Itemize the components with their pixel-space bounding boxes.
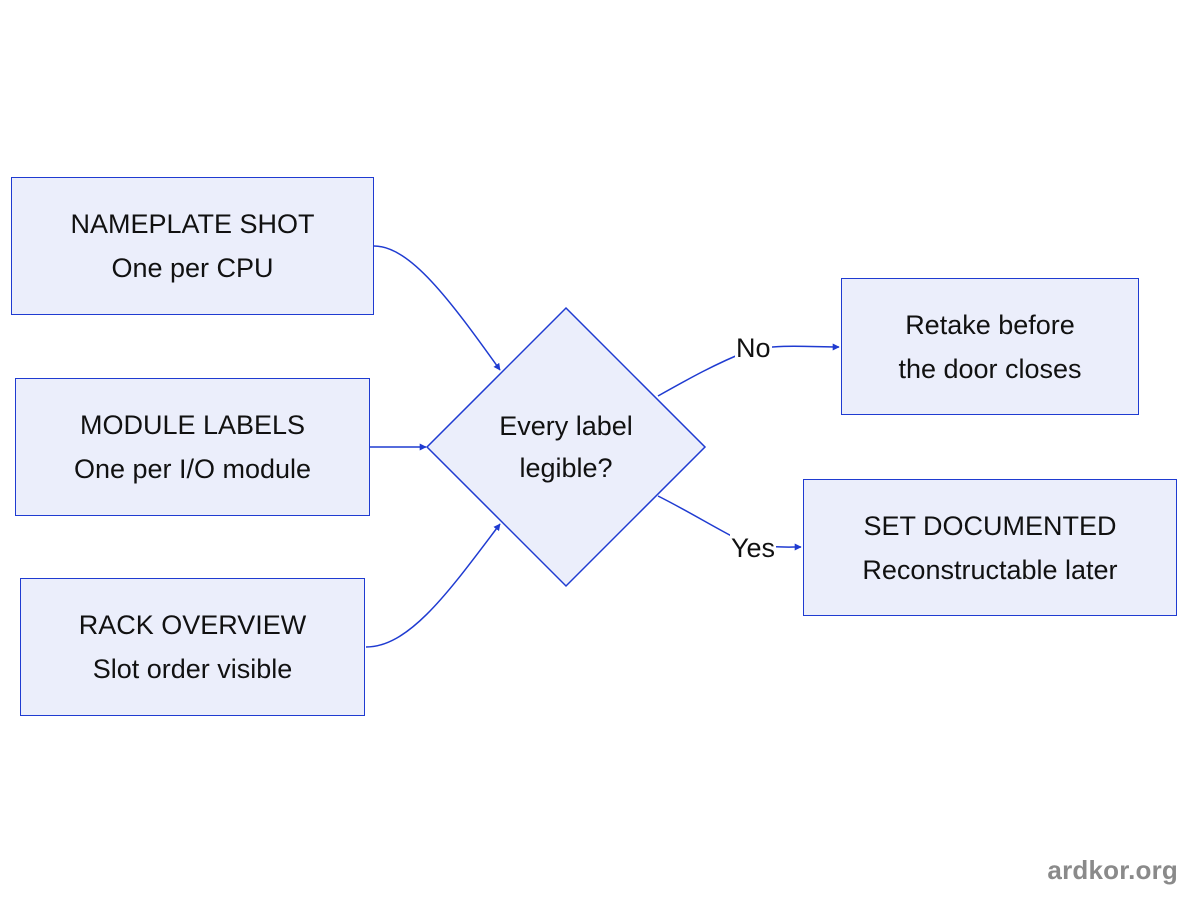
edge-label-yes: Yes [730,533,777,563]
node-module-labels: MODULE LABELS One per I/O module [15,378,370,516]
node-nameplate-shot: NAMEPLATE SHOT One per CPU [11,177,374,315]
decision-label: Every label legible? [470,405,662,489]
node-nameplate-title: NAMEPLATE SHOT [70,209,315,239]
node-retake-line-1: Retake before [905,309,1075,340]
node-nameplate-subtitle: One per CPU [111,253,274,283]
node-module-title: MODULE LABELS [79,410,306,440]
node-set-documented: SET DOCUMENTED Reconstructable later [803,479,1177,616]
edge-label-no: No [735,333,772,363]
decision-diamond [425,306,707,588]
edge-rack-to-decision [365,523,501,648]
edge-nameplate-to-decision [373,245,501,371]
watermark: ardkor.org [1047,855,1178,885]
node-rack-overview: RACK OVERVIEW Slot order visible [20,578,365,716]
node-retake-line-2: the door closes [898,353,1082,384]
node-module-subtitle: One per I/O module [73,454,312,484]
node-documented-subtitle: Reconstructable later [862,554,1118,585]
node-rack-title: RACK OVERVIEW [78,610,307,640]
decision-line-1: Every label [499,411,633,441]
decision-line-2: legible? [519,453,613,483]
node-retake: Retake before the door closes [841,278,1139,415]
node-rack-subtitle: Slot order visible [92,654,293,684]
node-documented-title: SET DOCUMENTED [863,510,1117,541]
